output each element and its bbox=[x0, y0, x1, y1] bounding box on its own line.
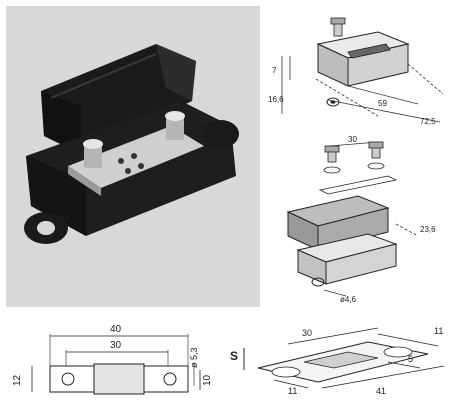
dim-length-outer: 72,5 bbox=[420, 117, 436, 126]
product-photo bbox=[6, 6, 260, 307]
dim-stud-spacing: 30 bbox=[348, 135, 357, 144]
dim-hole: ø4,6 bbox=[340, 295, 357, 304]
fuse-strip-drawing: S 30 11 5 11 41 bbox=[228, 318, 452, 398]
dim-overall: 40 bbox=[110, 324, 122, 335]
dim-top: 30 bbox=[302, 328, 312, 338]
exploded-dimension-drawing: 30 23,6 ø4,6 bbox=[268, 132, 452, 310]
dim-hole-front: ø 5,3 bbox=[189, 347, 199, 368]
dim-total: 41 bbox=[376, 386, 386, 396]
label-s: S bbox=[230, 349, 238, 363]
fuse-holder-photo-icon bbox=[24, 44, 239, 244]
isometric-dimension-drawing: 7 16,6 59 72,5 bbox=[268, 4, 452, 130]
dim-slot: 5 bbox=[408, 354, 413, 364]
dim-height-small: 7 bbox=[272, 66, 277, 75]
dim-height-right: 10 bbox=[202, 374, 213, 386]
dim-length-inner: 59 bbox=[378, 99, 387, 108]
dim-tab: 11 bbox=[288, 386, 297, 396]
dim-height-total: 16,6 bbox=[268, 95, 284, 104]
dim-width: 23,6 bbox=[420, 225, 436, 234]
dim-width-fuse: 11 bbox=[434, 326, 443, 336]
dim-height-left: 12 bbox=[12, 374, 23, 386]
dim-spacing: 30 bbox=[110, 340, 122, 351]
front-technical-drawing: 40 30 ø 5,3 12 10 bbox=[10, 318, 215, 398]
